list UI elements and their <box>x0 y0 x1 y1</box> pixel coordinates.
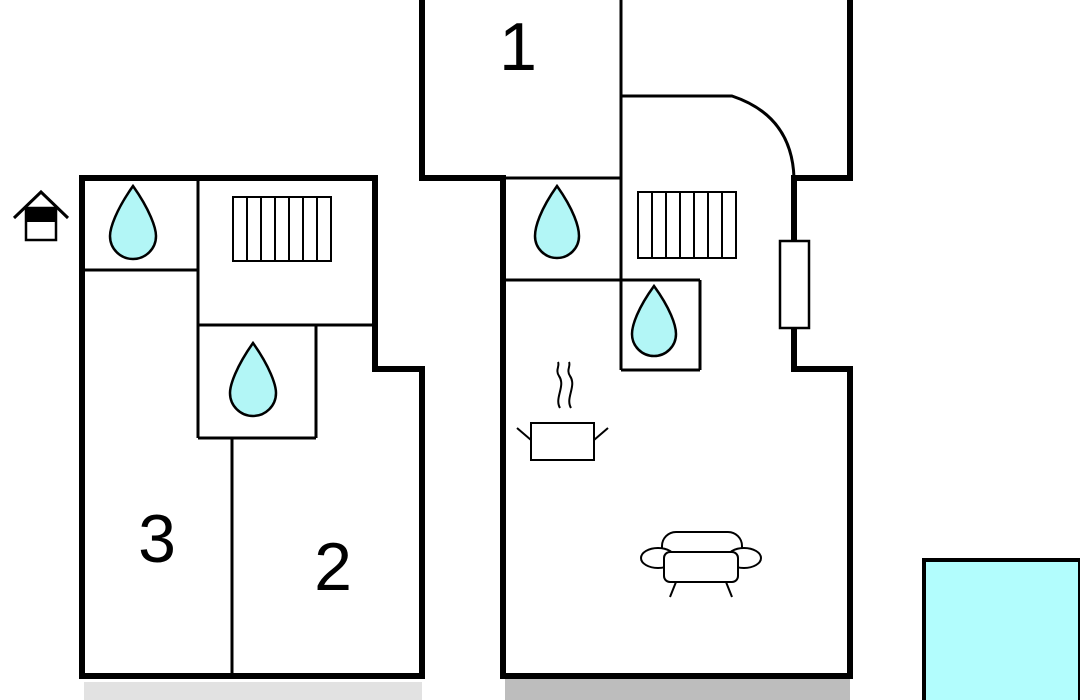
pool-icon <box>922 558 1080 700</box>
room-label-3: 3 <box>138 501 176 577</box>
right-building-outline <box>419 0 853 679</box>
water-drop-icon <box>630 283 678 358</box>
entrance-icon <box>12 189 70 242</box>
room-label-1: 1 <box>499 9 537 85</box>
radiator-icon <box>637 191 737 259</box>
right-building <box>419 0 853 679</box>
ground-shadow-right <box>505 678 850 700</box>
radiator-icon <box>232 196 332 262</box>
water-drop-icon <box>228 340 278 418</box>
left-building-outline <box>79 175 425 679</box>
water-drop-icon <box>533 183 581 260</box>
sofa-icon <box>640 531 762 598</box>
kitchen-pot-icon <box>516 361 609 461</box>
water-drop-icon <box>108 183 158 261</box>
left-building <box>79 175 425 679</box>
wall-curved-hall <box>621 94 796 179</box>
room-label-2: 2 <box>314 529 352 605</box>
ground-shadow-left <box>84 682 422 700</box>
fireplace-icon <box>778 239 811 330</box>
